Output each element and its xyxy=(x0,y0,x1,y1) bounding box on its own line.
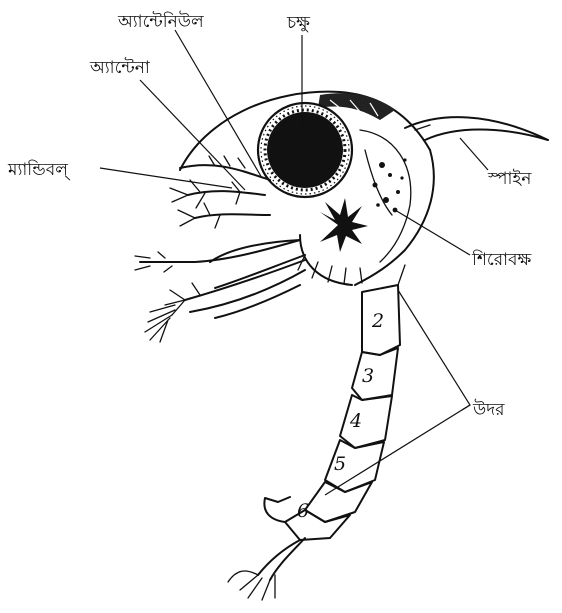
segment-label: 4 xyxy=(349,410,362,432)
compound-eye xyxy=(258,103,352,197)
mandible xyxy=(178,203,270,228)
segment-label: 5 xyxy=(334,453,346,475)
segment-label: 6 xyxy=(297,500,309,522)
leader-spine xyxy=(460,138,488,170)
label-spine: স্পাইন xyxy=(487,169,532,189)
segment-label: 3 xyxy=(362,365,374,387)
label-antenna: অ্যান্টেনা xyxy=(89,57,151,78)
label-antennule: অ্যান্টেনিউল xyxy=(117,11,204,32)
leader-antenna xyxy=(140,80,245,190)
thoracic-legs xyxy=(135,240,305,342)
label-mandible: ম্যান্ডিবল্ xyxy=(7,159,71,180)
antenna xyxy=(170,180,265,208)
speckled-region xyxy=(365,150,407,215)
leader-abdomen-2 xyxy=(325,405,470,495)
spine xyxy=(405,117,548,140)
segment-label: 2 xyxy=(371,310,384,332)
leader-mandible xyxy=(100,168,232,188)
tail-furca xyxy=(228,538,305,600)
label-abdomen: উদর xyxy=(472,399,505,420)
label-eye: চক্ষু xyxy=(286,13,310,33)
label-cephalothorax: শিরোবক্ষ xyxy=(471,249,531,270)
leader-abdomen xyxy=(398,290,470,410)
abdomen xyxy=(264,265,405,540)
star-organ xyxy=(320,198,368,252)
